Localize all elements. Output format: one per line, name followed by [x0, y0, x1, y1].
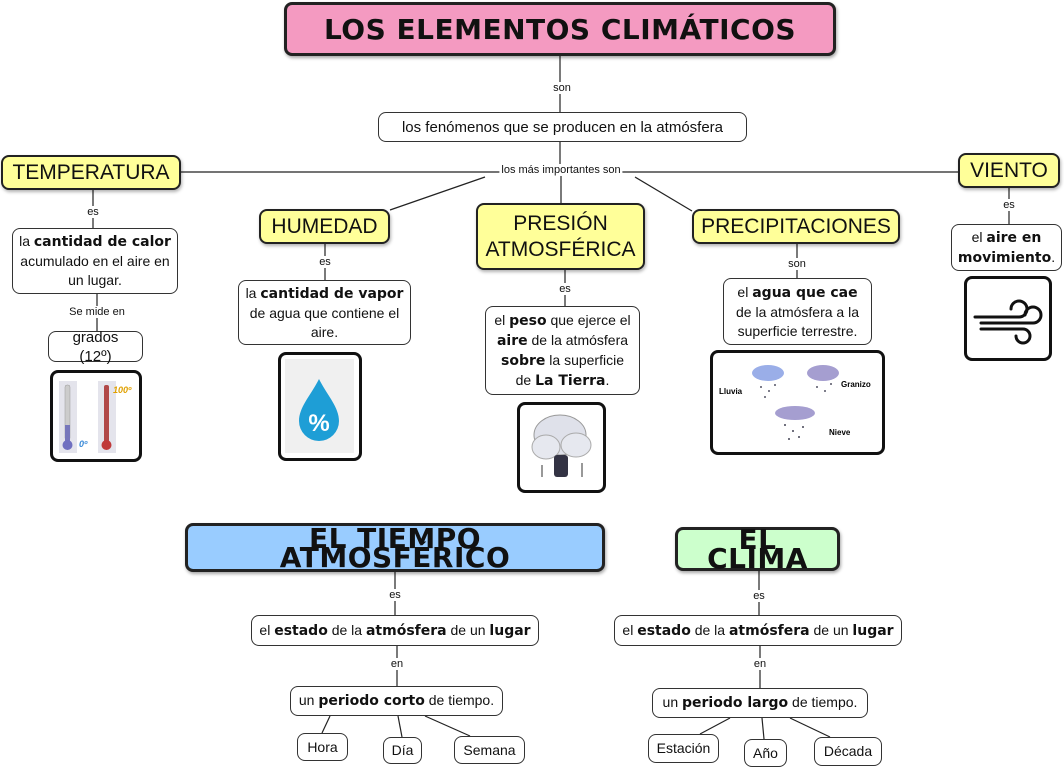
unit-semana: Semana — [454, 736, 525, 764]
link-se-mide-en: Se mide en — [67, 306, 127, 318]
text: la — [19, 233, 34, 249]
text-content: el peso que ejerce el aire de la atmósfe… — [492, 311, 633, 391]
link-son: son — [786, 258, 808, 270]
bold-text: estado — [637, 622, 691, 639]
text: un — [298, 692, 319, 708]
node-presion-atmosferica: PRESIÓN ATMOSFÉRICA — [476, 203, 645, 270]
bold-text: cantidad de calor — [33, 234, 171, 250]
bold-text: agua que cae — [752, 284, 858, 301]
unit-estacion: Estación — [648, 734, 719, 763]
bold-text: lugar — [852, 622, 894, 639]
text-content: un periodo largo de tiempo. — [663, 693, 858, 713]
bold-text: periodo corto — [318, 693, 425, 709]
presion-definition: el peso que ejerce el aire de la atmósfe… — [485, 306, 640, 395]
text: de tiempo. — [788, 694, 858, 710]
bold-text: aire — [496, 332, 528, 349]
node-viento: VIENTO — [958, 153, 1060, 188]
text: la superficie de — [515, 351, 624, 388]
percent-symbol: % — [308, 410, 329, 437]
main-title: LOS ELEMENTOS CLIMÁTICOS — [284, 2, 836, 56]
thermometer-hundred-label: 100º — [113, 385, 132, 395]
text: de un — [809, 621, 853, 638]
text: que ejerce el — [546, 311, 631, 328]
text-content: el estado de la atmósfera de un lugar — [259, 621, 530, 641]
bold-text: peso — [509, 312, 547, 329]
unit-dia: Día — [383, 737, 422, 764]
link-es: es — [557, 283, 573, 295]
text-content: el agua que cae de la atmósfera a la sup… — [730, 283, 865, 341]
cloud-pressure-icon — [517, 402, 606, 493]
tiempo-definition: el estado de la atmósfera de un lugar — [251, 615, 539, 646]
humedad-definition: la cantidad de vapor de agua que contien… — [238, 280, 411, 345]
thermometer-zero-label: 0º — [79, 439, 88, 449]
humidity-drop-icon: % — [278, 352, 362, 461]
text: el — [737, 283, 753, 300]
link-es: es — [751, 590, 767, 602]
root-definition: los fenómenos que se producen en la atmó… — [378, 112, 747, 142]
precipitaciones-definition: el agua que cae de la atmósfera a la sup… — [723, 278, 872, 345]
bold-text: periodo largo — [682, 695, 789, 711]
bold-text: aire en movimiento — [957, 229, 1052, 266]
bold-text: atmósfera — [365, 622, 447, 639]
node-humedad: HUMEDAD — [259, 209, 390, 244]
text: el — [494, 311, 510, 328]
link-es: es — [85, 206, 101, 218]
temperatura-definition: la cantidad de calor acumulado en el air… — [12, 228, 178, 294]
link-es: es — [387, 589, 403, 601]
text: el — [259, 621, 275, 638]
node-precipitaciones: PRECIPITACIONES — [692, 209, 900, 244]
text-content: el aire en movimiento. — [958, 228, 1055, 268]
bold-text: cantidad de vapor — [260, 285, 404, 302]
viento-definition: el aire en movimiento. — [951, 224, 1062, 271]
bold-text: lugar — [489, 622, 531, 639]
text-content: el estado de la atmósfera de un lugar — [622, 621, 893, 641]
bold-text: atmósfera — [728, 622, 810, 639]
node-tiempo-atmosferico: EL TIEMPO ATMOSFÉRICO — [185, 523, 605, 572]
node-temperatura: TEMPERATURA — [1, 155, 181, 190]
link-most-important: los más importantes son — [499, 164, 623, 176]
temperatura-unit: grados (12º) — [48, 329, 143, 365]
unit-ano: Año — [744, 739, 787, 767]
text: de la atmósfera — [527, 331, 629, 348]
text: . — [605, 371, 610, 388]
text: de la atmósfera a la superficie terrestr… — [736, 303, 859, 339]
text-content: la cantidad de calor acumulado en el air… — [19, 232, 171, 290]
label-nieve: Nieve — [829, 428, 851, 437]
text-content: la cantidad de vapor de agua que contien… — [245, 284, 404, 342]
link-en: en — [388, 658, 406, 670]
label-granizo: Granizo — [841, 380, 871, 389]
text: de agua que contiene el aire. — [249, 304, 400, 340]
text: de tiempo. — [424, 692, 495, 708]
text: el — [971, 228, 987, 245]
link-es: es — [317, 256, 333, 268]
tiempo-period: un periodo corto de tiempo. — [290, 686, 503, 716]
thermometer-icon: 0º 100º — [50, 370, 142, 462]
text-content: un periodo corto de tiempo. — [299, 691, 494, 711]
bold-text: sobre — [501, 352, 546, 369]
precipitation-clouds-icon: Lluvia Granizo Nieve — [710, 350, 885, 455]
label-lluvia: Lluvia — [719, 387, 743, 396]
node-el-clima: EL CLIMA — [675, 526, 840, 573]
text: de la — [327, 621, 366, 638]
bold-text: estado — [274, 622, 328, 639]
text: la — [245, 284, 261, 301]
clima-period: un periodo largo de tiempo. — [652, 688, 868, 718]
text: el — [622, 621, 638, 638]
text: un — [662, 694, 683, 710]
bold-text: La Tierra — [535, 372, 606, 389]
text: de un — [446, 621, 490, 638]
wind-icon — [964, 276, 1052, 361]
clima-definition: el estado de la atmósfera de un lugar — [614, 615, 902, 646]
link-son: son — [551, 82, 573, 94]
unit-hora: Hora — [297, 733, 348, 761]
text: acumulado en el aire en un lugar. — [20, 253, 170, 288]
text: . — [1051, 248, 1056, 265]
unit-decada: Década — [814, 737, 882, 766]
text: de la — [690, 621, 729, 638]
link-es: es — [1001, 199, 1017, 211]
link-en: en — [751, 658, 769, 670]
